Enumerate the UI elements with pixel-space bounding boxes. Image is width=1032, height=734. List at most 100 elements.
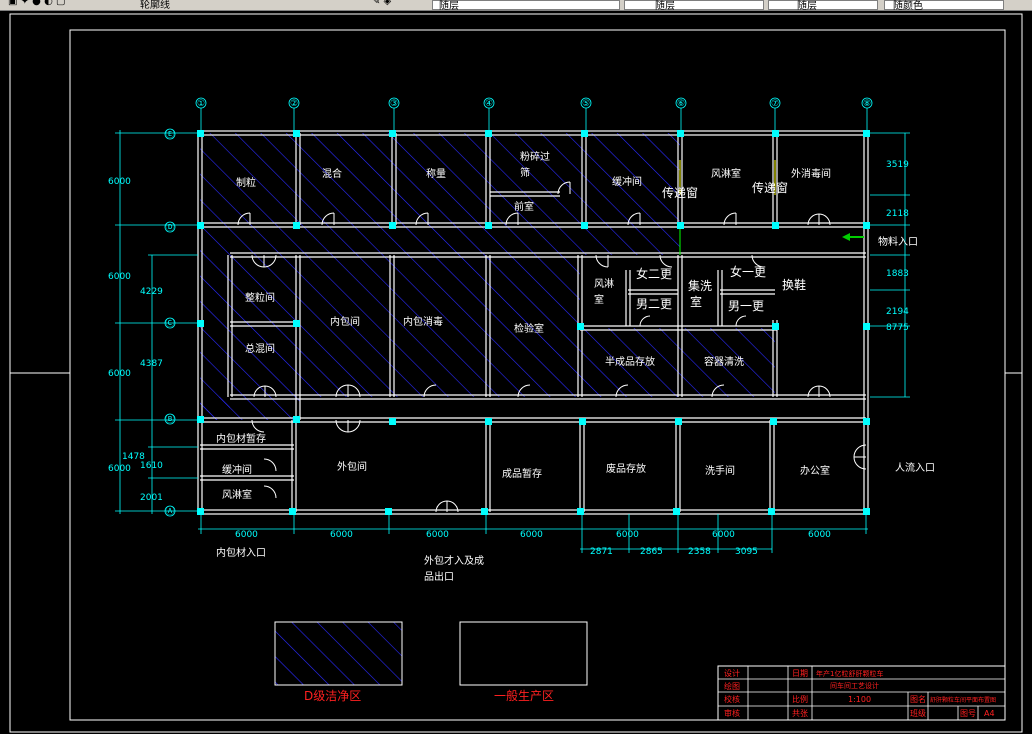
legend-clean-swatch <box>274 621 403 686</box>
room-neibaocai-zancun: 内包材暂存 <box>216 432 266 445</box>
dim-left-9: 2001 <box>140 493 163 503</box>
dim-left-7: 1478 <box>122 452 145 462</box>
axis-label-2: ② <box>290 99 298 109</box>
title-block: 设计 日期 年产1亿粒舒肝颗粒车 间车间工艺设计 绘图 校核 比例 1:100 … <box>717 665 1006 721</box>
doors <box>237 181 867 513</box>
entrance-neibaocai: 内包材入口 <box>216 546 266 559</box>
room-huanxie: 换鞋 <box>782 277 806 292</box>
room-nv2: 女二更 <box>636 266 672 281</box>
dim-left-4: 6000 <box>108 464 131 474</box>
room-chuandi-2: 传递窗 <box>752 180 788 195</box>
room-qianshi: 前室 <box>514 200 534 213</box>
dimension-texts: 6000 6000 6000 6000 4229 4387 1478 1610 … <box>108 160 909 557</box>
room-fenglin-bot: 风淋室 <box>222 488 252 501</box>
axis-label-1: ① <box>197 99 205 109</box>
room-xishou: 洗手间 <box>705 464 735 477</box>
walls <box>197 130 869 515</box>
tb-bili: 比例 <box>792 694 808 704</box>
legend-general-label: 一般生产区 <box>494 688 554 703</box>
dim-left-8: 1610 <box>140 461 163 471</box>
room-nan2: 男二更 <box>636 297 672 311</box>
dim-left-3: 6000 <box>108 369 131 379</box>
lineweight-dropdown[interactable]: 随层 <box>768 0 878 10</box>
dimension-lines <box>115 130 910 553</box>
room-bangong: 办公室 <box>800 464 830 477</box>
dim-right-2: 2118 <box>886 209 909 219</box>
room-neibao-xiaodu: 内包消毒 <box>403 315 443 328</box>
dim-sub-4: 3095 <box>735 547 758 557</box>
tb-huitu: 绘图 <box>724 681 740 691</box>
axis-label-6: ⑥ <box>677 99 685 109</box>
room-waibao: 外包间 <box>337 460 367 473</box>
room-jianyan: 检验室 <box>514 322 544 335</box>
dim-bottom-5: 6000 <box>616 530 639 540</box>
cad-toolbar: ▣ ✦ ● ◐ ▢ 轮廓线 ✎ ◈ 随层 随层 随层 随颜色 <box>0 0 1032 11</box>
room-chengpin: 成品暂存 <box>502 467 542 480</box>
dim-bottom-2: 6000 <box>330 530 353 540</box>
axis-label-4: ④ <box>485 99 493 109</box>
legend: D级洁净区 一般生产区 <box>274 621 588 703</box>
pass-window-marks <box>679 160 776 195</box>
dim-left-6: 4387 <box>140 359 163 369</box>
material-arrow-icon <box>842 233 864 241</box>
row-axis-C: Ⓒ <box>165 318 174 329</box>
room-zonghun: 总混间 <box>245 342 275 355</box>
tb-project-1: 年产1亿粒舒肝颗粒车 <box>816 669 883 678</box>
row-axis-A: Ⓐ <box>165 506 174 517</box>
room-waixiaodu: 外消毒间 <box>791 167 831 180</box>
dim-sub-2: 2865 <box>640 547 663 557</box>
axis-bubbles-top: ① ② ③ ④ ⑤ ⑥ ⑦ ⑧ <box>195 97 873 130</box>
room-fenglin-mid-2: 室 <box>594 293 604 306</box>
axis-label-5: ⑤ <box>582 99 590 109</box>
tb-tuhao-value: A4 <box>984 709 995 718</box>
toolbar-icon-group[interactable]: ▣ ✦ ● ◐ ▢ <box>8 0 66 7</box>
room-jiexi-2: 室 <box>690 294 702 309</box>
tb-project-2: 间车间工艺设计 <box>830 681 879 690</box>
entrance-wuliao: 物料入口 <box>878 235 918 248</box>
dim-left-1: 6000 <box>108 177 131 187</box>
row-axis-D: Ⓓ <box>165 222 174 233</box>
dim-bottom-7: 6000 <box>808 530 831 540</box>
tb-bili-value: 1:100 <box>848 695 871 704</box>
linetype-dropdown[interactable]: 随层 <box>624 0 764 10</box>
room-hunhe: 混合 <box>322 167 342 180</box>
room-fenglin-mid-1: 风淋 <box>594 277 614 290</box>
room-chuandi-1: 传递窗 <box>662 185 698 200</box>
tb-gongzhang: 共张 <box>792 709 808 718</box>
layer-tools-icon[interactable]: ✎ ◈ <box>372 0 392 7</box>
dim-right-3: 1883 <box>886 269 909 279</box>
tb-tuming-value: 舒肝颗粒车间平面布置图 <box>930 696 996 704</box>
tb-tuming: 图名 <box>910 694 926 704</box>
room-huanchong-bot: 缓冲间 <box>222 463 252 476</box>
room-neibao: 内包间 <box>330 315 360 328</box>
legend-clean-label: D级洁净区 <box>304 689 361 703</box>
drawing-border <box>69 29 1006 721</box>
plotstyle-dropdown[interactable]: 随颜色 <box>884 0 1004 10</box>
room-labels: 制粒 混合 称量 粉碎过 筛 前室 缓冲间 风淋室 外消毒间 传递窗 传递窗 整… <box>216 150 831 501</box>
layer-name[interactable]: 轮廓线 <box>140 0 170 11</box>
tb-jiaohe: 校核 <box>724 694 740 704</box>
axis-label-7: ⑦ <box>771 99 779 109</box>
entrance-labels: 物料入口 人流入口 内包材入口 外包才入及成 品出口 <box>216 233 935 583</box>
cad-drawing-canvas[interactable]: ① ② ③ ④ ⑤ ⑥ ⑦ ⑧ Ⓔ Ⓓ Ⓒ Ⓑ Ⓐ <box>0 10 1032 734</box>
room-fenglin-top: 风淋室 <box>711 167 741 180</box>
tb-banji: 班级 <box>910 708 926 718</box>
row-axis-B: Ⓑ <box>165 414 174 425</box>
room-zhili: 制粒 <box>236 176 256 189</box>
room-chengliang: 称量 <box>426 167 446 180</box>
dim-left-2: 6000 <box>108 272 131 282</box>
room-feipin: 废品存放 <box>606 462 646 475</box>
room-banchengpin: 半成品存放 <box>605 355 655 368</box>
room-rongqi: 容器清洗 <box>704 355 744 368</box>
dim-bottom-3: 6000 <box>426 530 449 540</box>
room-zhengli: 整粒间 <box>245 291 275 304</box>
dim-bottom-1: 6000 <box>235 530 258 540</box>
row-axis-E: Ⓔ <box>165 129 174 140</box>
room-jiexi-1: 集洗 <box>688 278 712 293</box>
tb-tuhao: 图号 <box>960 709 976 718</box>
color-dropdown[interactable]: 随层 <box>432 0 620 10</box>
room-nan1: 男一更 <box>728 299 764 313</box>
room-fensui-1: 粉碎过 <box>520 150 550 163</box>
tb-riqi: 日期 <box>792 669 808 678</box>
tb-shenhe: 审核 <box>724 708 740 718</box>
